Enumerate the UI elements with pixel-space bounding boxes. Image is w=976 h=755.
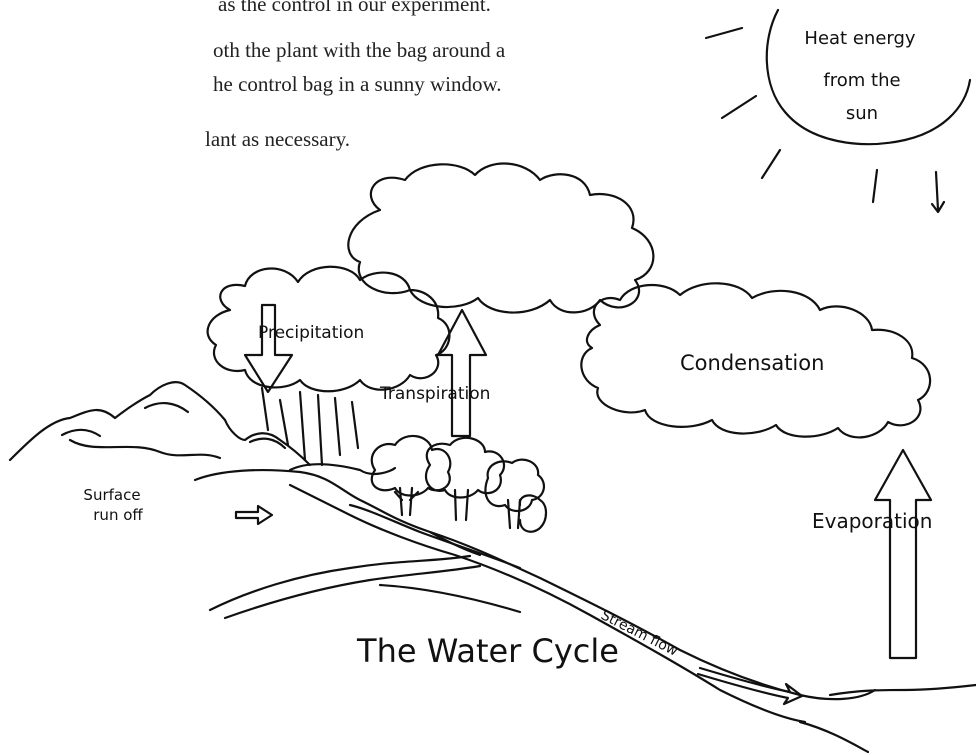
transpiration-label: Transpiration (379, 384, 490, 404)
ocean-bank (800, 722, 868, 752)
condensation-label: Condensation (680, 351, 824, 375)
lower-channel (380, 585, 520, 612)
precipitation-label: Precipitation (258, 323, 364, 343)
sun-ray (932, 172, 944, 212)
mountain-snow (62, 430, 100, 436)
lower-channel (210, 556, 470, 610)
trees (290, 436, 546, 532)
river-bank-lower (290, 485, 805, 722)
ocean-shore (830, 685, 976, 695)
mountain-ridge (70, 440, 220, 458)
sun-ray (722, 96, 756, 118)
river-line (350, 505, 520, 568)
mountain-snow (145, 403, 188, 412)
transpiration-arrow-icon (438, 310, 486, 436)
sun-label: sun (846, 103, 878, 124)
precipitation-arrow-icon (245, 305, 292, 392)
river-line (430, 532, 480, 555)
top-cloud (348, 164, 653, 313)
sun-ray (873, 170, 877, 202)
diagram-title: The Water Cycle (356, 632, 619, 670)
surface-runoff-label: Surface (83, 486, 140, 504)
sun-label: from the (823, 70, 900, 91)
sun-label: Heat energy (804, 28, 915, 49)
sun-ray (706, 28, 742, 38)
sun-ray (762, 150, 780, 178)
rain-streaks (262, 388, 358, 465)
evaporation-label: Evaporation (812, 509, 932, 533)
evaporation-arrow-icon (875, 450, 931, 658)
surface-runoff-label: run off (93, 506, 143, 524)
runoff-arrow-icon (236, 506, 272, 524)
